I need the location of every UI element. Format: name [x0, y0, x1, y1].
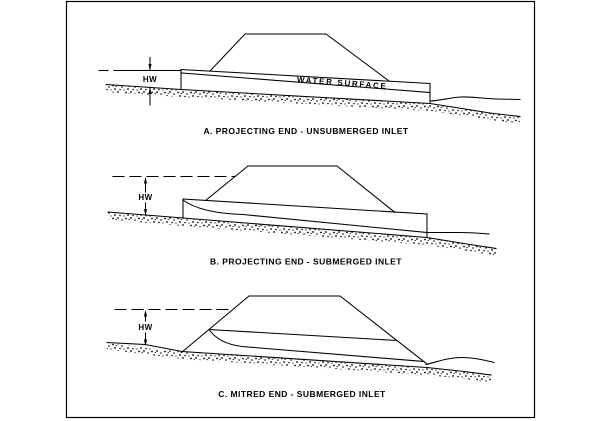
ground-stipple-band	[107, 343, 491, 382]
panel-b: HW B. PROJECTING END - SUBMERGED INLET	[107, 165, 497, 267]
panel-b-caption: B. PROJECTING END - SUBMERGED INLET	[210, 257, 402, 267]
tailwater-line	[426, 231, 490, 235]
ground-stipple-band	[108, 212, 496, 256]
panel-a: HW WATER SURFACE A. PROJECTING END - UNS…	[98, 33, 521, 136]
hw-dimension: HW	[143, 56, 157, 106]
ground-line	[106, 341, 492, 376]
panel-c: HW C. MITRED END - SUBMERGED INLET	[106, 295, 495, 399]
hw-label: HW	[138, 323, 152, 332]
panel-a-caption: A. PROJECTING END - UNSUBMERGED INLET	[203, 126, 408, 136]
hw-label: HW	[138, 193, 152, 202]
embankment-outline	[181, 295, 428, 365]
ground-stipple-band	[106, 85, 520, 124]
inlet-drawdown-curve	[208, 328, 425, 363]
embankment-outline	[209, 33, 390, 82]
inlet-drawdown-curve	[182, 199, 428, 234]
hw-dimension: HW	[138, 177, 152, 216]
hw-arrow-down-icon	[143, 209, 148, 216]
culvert-crown-line	[180, 68, 431, 85]
hw-dimension: HW	[138, 310, 152, 346]
hw-label: HW	[143, 75, 157, 84]
tailwater-line	[429, 96, 521, 102]
tailwater-line	[425, 356, 495, 366]
hw-arrow-down-icon	[148, 64, 152, 71]
hw-arrow-down-icon	[143, 339, 148, 346]
culvert-crown-line	[182, 198, 428, 215]
ground-line	[105, 83, 521, 118]
water-surface-line	[181, 72, 431, 94]
embankment-outline	[204, 165, 396, 214]
panel-c-caption: C. MITRED END - SUBMERGED INLET	[218, 389, 386, 399]
figure-border	[65, 0, 536, 419]
culvert-crown-line	[208, 328, 398, 342]
